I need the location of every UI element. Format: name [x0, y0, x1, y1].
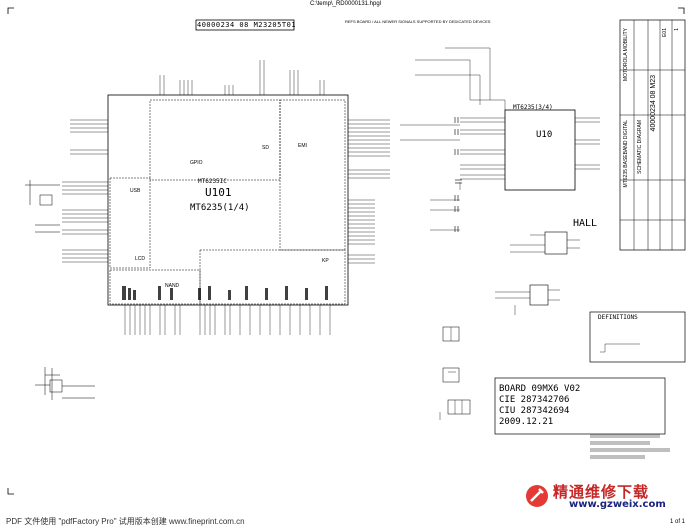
- title-block-col3: SCHEMATIC DIAGRAM: [637, 120, 643, 174]
- u101-designator: U101: [205, 186, 232, 199]
- nand-label: NAND: [165, 283, 180, 289]
- window-file-path: C:\temp\_RD0000131.hpgl: [309, 1, 382, 7]
- u101-small-label: MT6235IC: [198, 178, 227, 185]
- u101-part: MT6235(1/4): [190, 203, 250, 213]
- usb-label: USB: [130, 188, 141, 194]
- kp-label: KP: [322, 258, 329, 264]
- board-info-line3: CIU 287342694: [499, 406, 570, 416]
- board-info-line4: 2009.12.21: [499, 417, 554, 427]
- watermark-logo: 精通维修下载 www.gzweix.com: [525, 483, 685, 511]
- watermark-name: 精通维修下载: [553, 483, 650, 501]
- definitions-label: DEFINITIONS: [598, 314, 638, 321]
- title-block-col2: 40000234 08 M23: [650, 75, 657, 132]
- title-block-company: MOTOROLA MOBILITY: [623, 28, 629, 81]
- u10-designator: U10: [536, 130, 553, 140]
- hall-label: HALL: [573, 218, 598, 229]
- top-block-label: 40000234 08 M23205T01: [197, 21, 297, 29]
- title-block-sheet: 1: [674, 28, 680, 31]
- gpio-label: GPIO: [190, 160, 203, 166]
- title-block-rev: E01: [662, 28, 668, 37]
- board-info-line2: CIE 287342706: [499, 395, 570, 405]
- board-info-line1: BOARD 09MX6 V02: [499, 384, 581, 394]
- page-number: 1 of 1: [669, 519, 685, 525]
- wrench-icon: [526, 485, 548, 507]
- u10-part: MT6235(3/4): [513, 104, 553, 111]
- header-note: REFS BOARD / ALL NEWER SIGNALS SUPPORTED…: [345, 19, 491, 24]
- pdf-footer: PDF 文件使用 "pdfFactory Pro" 试用版本创建 www.fin…: [6, 517, 245, 526]
- lcd-label: LCD: [135, 256, 146, 262]
- emi-label: EMI: [298, 143, 307, 149]
- title-block-col1: MT6235 BASEBAND DIGITAL: [623, 120, 629, 188]
- watermark-url: www.gzweix.com: [569, 499, 666, 510]
- sd-label: SD: [262, 145, 269, 151]
